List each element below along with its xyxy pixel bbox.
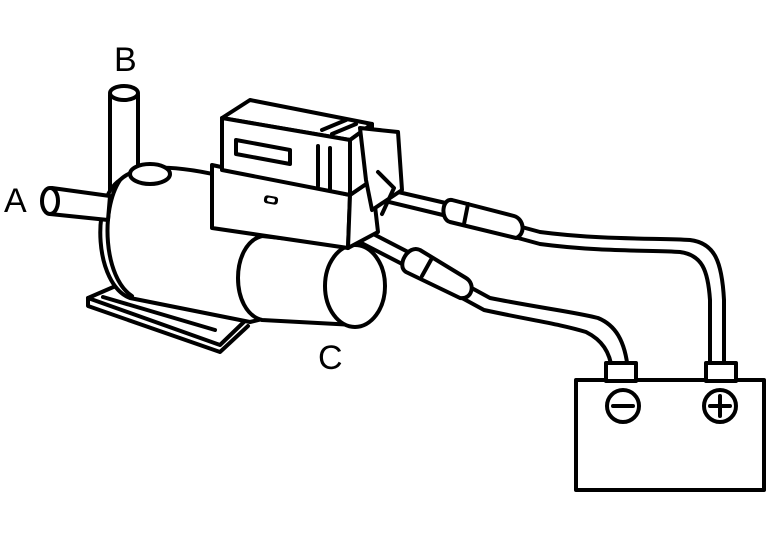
label-port-a: A — [4, 182, 27, 220]
cylinder-c — [236, 234, 387, 329]
battery: − + — [574, 361, 766, 492]
battery-positive-post — [704, 361, 738, 383]
connector-housing — [210, 98, 404, 250]
mounting-bracket — [86, 283, 250, 354]
wire-connector-upper — [441, 197, 525, 240]
battery-negative-post — [604, 361, 638, 383]
label-port-b: B — [114, 41, 137, 79]
label-cylinder-c: C — [318, 339, 343, 377]
wire-connector-lower — [400, 247, 474, 301]
wires — [342, 184, 726, 372]
port-a-tube — [40, 186, 112, 222]
